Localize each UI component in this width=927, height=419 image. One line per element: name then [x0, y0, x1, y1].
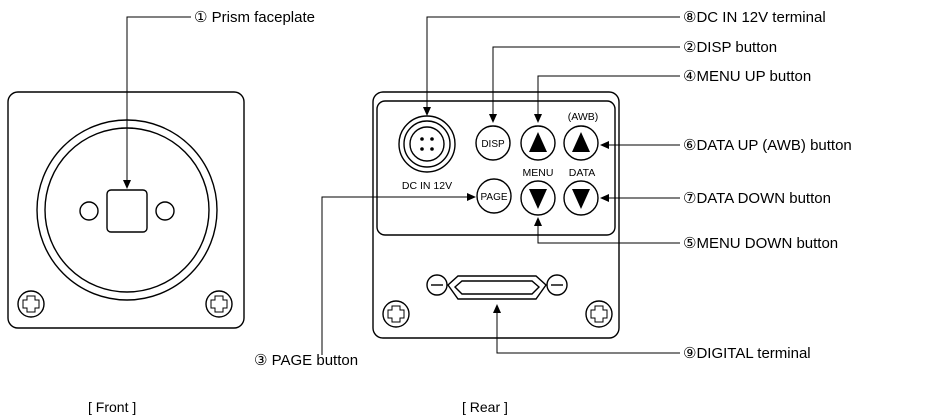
- page-button: PAGE: [476, 178, 512, 214]
- rear-screw-right: [585, 300, 613, 328]
- front-right-hole: [155, 201, 175, 221]
- callout-data-down-button: ⑦DATA DOWN button: [683, 190, 831, 207]
- front-screw-right: [205, 290, 233, 318]
- triangle-up-icon: [529, 132, 547, 152]
- front-left-hole: [79, 201, 99, 221]
- rear-view: DC IN 12V DISP PAGE (AWB): [254, 9, 852, 415]
- front-screw-left: [17, 290, 45, 318]
- prism-window: [106, 189, 148, 233]
- data-down-button: [563, 180, 599, 216]
- menu-down-button: [520, 180, 556, 216]
- svg-text:PAGE: PAGE: [480, 192, 507, 203]
- svg-text:DISP: DISP: [481, 139, 505, 150]
- prism-faceplate-leader: [126, 16, 191, 186]
- dc-in-connector: [398, 115, 456, 173]
- triangle-down-icon: [572, 189, 590, 209]
- callout-page-button: ③ PAGE button: [254, 352, 358, 369]
- disp-leader: [492, 46, 680, 120]
- callout-data-up-button: ⑥DATA UP (AWB) button: [683, 137, 852, 154]
- dc-in-leader: [426, 16, 680, 113]
- triangle-up-icon: [572, 132, 590, 152]
- front-body: [7, 91, 245, 329]
- caption-front: [ Front ]: [88, 399, 136, 415]
- menu-down-leader: [537, 222, 680, 244]
- digital-leader: [496, 309, 680, 354]
- rear-control-panel: [376, 100, 616, 236]
- callout-digital-terminal: ⑨DIGITAL terminal: [683, 345, 811, 362]
- callout-prism-faceplate: ① Prism faceplate: [194, 9, 315, 26]
- callout-dc-in-terminal: ⑧DC IN 12V terminal: [683, 9, 826, 26]
- digital-terminal: [426, 274, 568, 300]
- rear-screw-left: [382, 300, 410, 328]
- front-view: ① Prism faceplate [ Front ]: [7, 9, 315, 415]
- data-up-button: [563, 125, 599, 161]
- data-label: DATA: [569, 167, 595, 179]
- callout-menu-down-button: ⑤MENU DOWN button: [683, 235, 838, 252]
- callout-disp-button: ②DISP button: [683, 39, 777, 56]
- caption-rear: [ Rear ]: [462, 399, 508, 415]
- awb-label: (AWB): [568, 111, 599, 123]
- triangle-down-icon: [529, 189, 547, 209]
- menu-up-leader: [537, 75, 680, 120]
- menu-up-button: [520, 125, 556, 161]
- disp-button: DISP: [475, 125, 511, 161]
- callout-menu-up-button: ④MENU UP button: [683, 68, 811, 85]
- page-leader: [321, 196, 470, 355]
- menu-label: MENU: [523, 167, 554, 179]
- dc-in-label: DC IN 12V: [402, 180, 452, 192]
- rear-body: [372, 91, 620, 339]
